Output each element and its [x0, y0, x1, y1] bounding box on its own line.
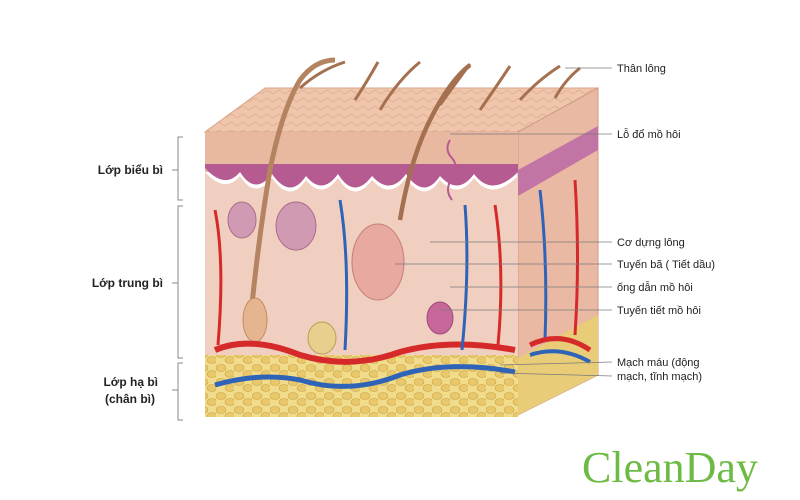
logo-text: CleanDay — [582, 443, 758, 492]
epidermis-label: Lớp biểu bì — [98, 163, 163, 177]
leader-vessels-a — [499, 361, 613, 366]
hypodermis-bracket — [177, 362, 183, 421]
dermis-bracket — [177, 205, 183, 359]
epidermis-bracket — [177, 136, 183, 201]
skin-block — [203, 57, 599, 417]
label-blood-vessels-2: mạch, tĩnh mạch) — [617, 371, 702, 383]
hair-follicles — [242, 57, 581, 343]
leader-lines — [395, 67, 613, 377]
label-sebaceous-gland: Tuyến bã ( Tiết dầu) — [617, 259, 715, 271]
dermis-label: Lớp trung bì — [92, 276, 163, 290]
basal-layer — [205, 164, 518, 188]
label-sweat-duct: ống dẫn mồ hôi — [617, 281, 693, 294]
label-hair-shaft: Thân lông — [617, 63, 666, 75]
hypodermis-label: Lớp hạ bì — [103, 375, 158, 389]
glands — [227, 139, 457, 355]
cleanday-logo: CleanDay — [582, 443, 758, 492]
label-arrector-pili: Cơ dựng lông — [617, 237, 685, 249]
hypodermis-label-2: (chân bì) — [105, 392, 155, 406]
side-basal — [518, 126, 598, 196]
label-sweat-pore: Lỗ đổ mồ hôi — [617, 128, 681, 141]
label-blood-vessels: Mạch máu (động — [617, 357, 700, 369]
side-fat — [518, 315, 598, 415]
label-sweat-gland: Tuyến tiết mồ hôi — [617, 305, 701, 317]
leader-vessels-b — [499, 372, 613, 377]
layer-brackets — [172, 136, 183, 421]
blood-vessels — [213, 179, 592, 389]
